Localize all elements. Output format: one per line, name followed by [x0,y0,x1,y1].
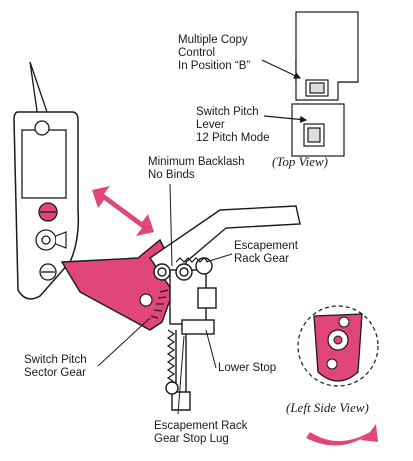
spring [166,329,176,383]
minimum-backlash-label: Minimum Backlash No Binds [148,156,245,182]
escapement-rack-gear-stop-lug-label: Escapement Rack Gear Stop Lug [154,420,247,446]
sector-gear-teeth [150,289,169,319]
escapement-rack-gear-teeth [175,257,209,263]
switch-pitch-lever-illustration [13,61,80,300]
label-line: 12 Pitch Mode [196,132,270,144]
switch-pitch-sector-gear-label: Switch Pitch Sector Gear [24,354,87,380]
left-side-view-caption: (Left Side View) [286,400,369,415]
label-line: Lever [196,119,225,131]
label-line: Switch Pitch [196,106,259,118]
top-view-illustration [261,11,359,157]
lower-stop-label: Lower Stop [218,362,277,374]
label-line: No Binds [148,169,195,181]
label-line: Sector Gear [24,367,86,379]
label-line: Control [178,47,216,59]
label-line: Escapement [234,240,298,252]
escapement-rack-assembly [149,205,301,411]
switch-pitch-lever-label: Switch Pitch Lever 12 Pitch Mode [196,106,270,145]
label-line: Rack Gear [234,253,289,265]
multiple-copy-control-label: Multiple Copy Control In Position “B” [178,34,250,73]
label-line: Multiple Copy [178,34,248,46]
switch-pitch-sector-gear-illustration [60,238,173,331]
label-line: Gear Stop Lug [154,433,229,445]
escapement-rack-gear-label: Escapement Rack Gear [234,240,298,266]
label-line: Minimum Backlash [148,156,245,168]
label-line: Switch Pitch [24,354,87,366]
top-view-caption: (Top View) [272,154,328,169]
label-line: In Position “B” [178,60,251,72]
motion-double-arrow-icon [92,186,154,236]
rotation-arrow-icon [306,424,378,446]
label-line: Escapement Rack [154,420,248,432]
